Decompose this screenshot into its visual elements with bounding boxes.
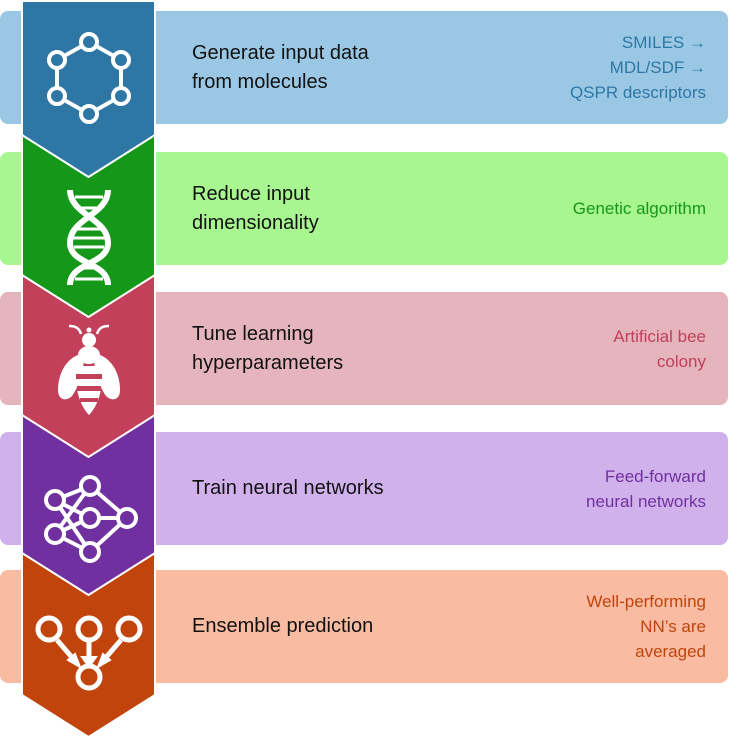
step-title: Ensemble prediction xyxy=(192,570,492,683)
hexagon-molecule-icon xyxy=(47,32,131,124)
step-method-line: Genetic algorithm xyxy=(572,199,706,218)
step-title: Reduce input dimensionality xyxy=(192,152,492,265)
dna-icon xyxy=(66,189,112,286)
step-title-line: from molecules xyxy=(192,70,328,93)
step-method: Feed-forward neural networks xyxy=(476,432,706,545)
step-method-line: Feed-forward xyxy=(604,466,706,486)
neural-network-icon xyxy=(44,475,138,563)
step-title-line: Ensemble prediction xyxy=(192,615,374,637)
step-method-line: MDL/SDF → xyxy=(609,58,706,77)
step-method-line: neural networks xyxy=(585,491,706,511)
step-method-line: SMILES → xyxy=(621,33,706,52)
step-title: Generate input data from molecules xyxy=(192,11,492,124)
step-title-line: Reduce input xyxy=(192,182,310,205)
step-method: Artificial bee colony xyxy=(476,292,706,405)
step-title: Tune learning hyperparameters xyxy=(192,292,492,405)
step-method-line: NN’s are xyxy=(640,617,706,636)
step-title-line: hyperparameters xyxy=(192,351,344,374)
step-method-line: QSPR descriptors xyxy=(569,83,706,102)
step-method-line: colony xyxy=(656,351,706,371)
step-method: Genetic algorithm xyxy=(476,152,706,265)
bee-icon xyxy=(58,324,120,415)
step-title: Train neural networks xyxy=(192,432,492,545)
step-method-line: Well-performing xyxy=(586,592,706,611)
step-method-line: Artificial bee xyxy=(613,326,706,346)
ensemble-merge-icon xyxy=(35,615,143,691)
step-method-line: averaged xyxy=(635,642,706,661)
step-title-line: Generate input data xyxy=(192,41,369,64)
step-title-line: Tune learning xyxy=(192,322,314,345)
step-title-line: Train neural networks xyxy=(192,477,384,499)
step-method: Well-performing NN’s are averaged xyxy=(476,570,706,683)
step-method: SMILES → MDL/SDF → QSPR descriptors xyxy=(476,11,706,124)
chevron-1 xyxy=(21,0,156,178)
step-title-line: dimensionality xyxy=(192,211,319,234)
